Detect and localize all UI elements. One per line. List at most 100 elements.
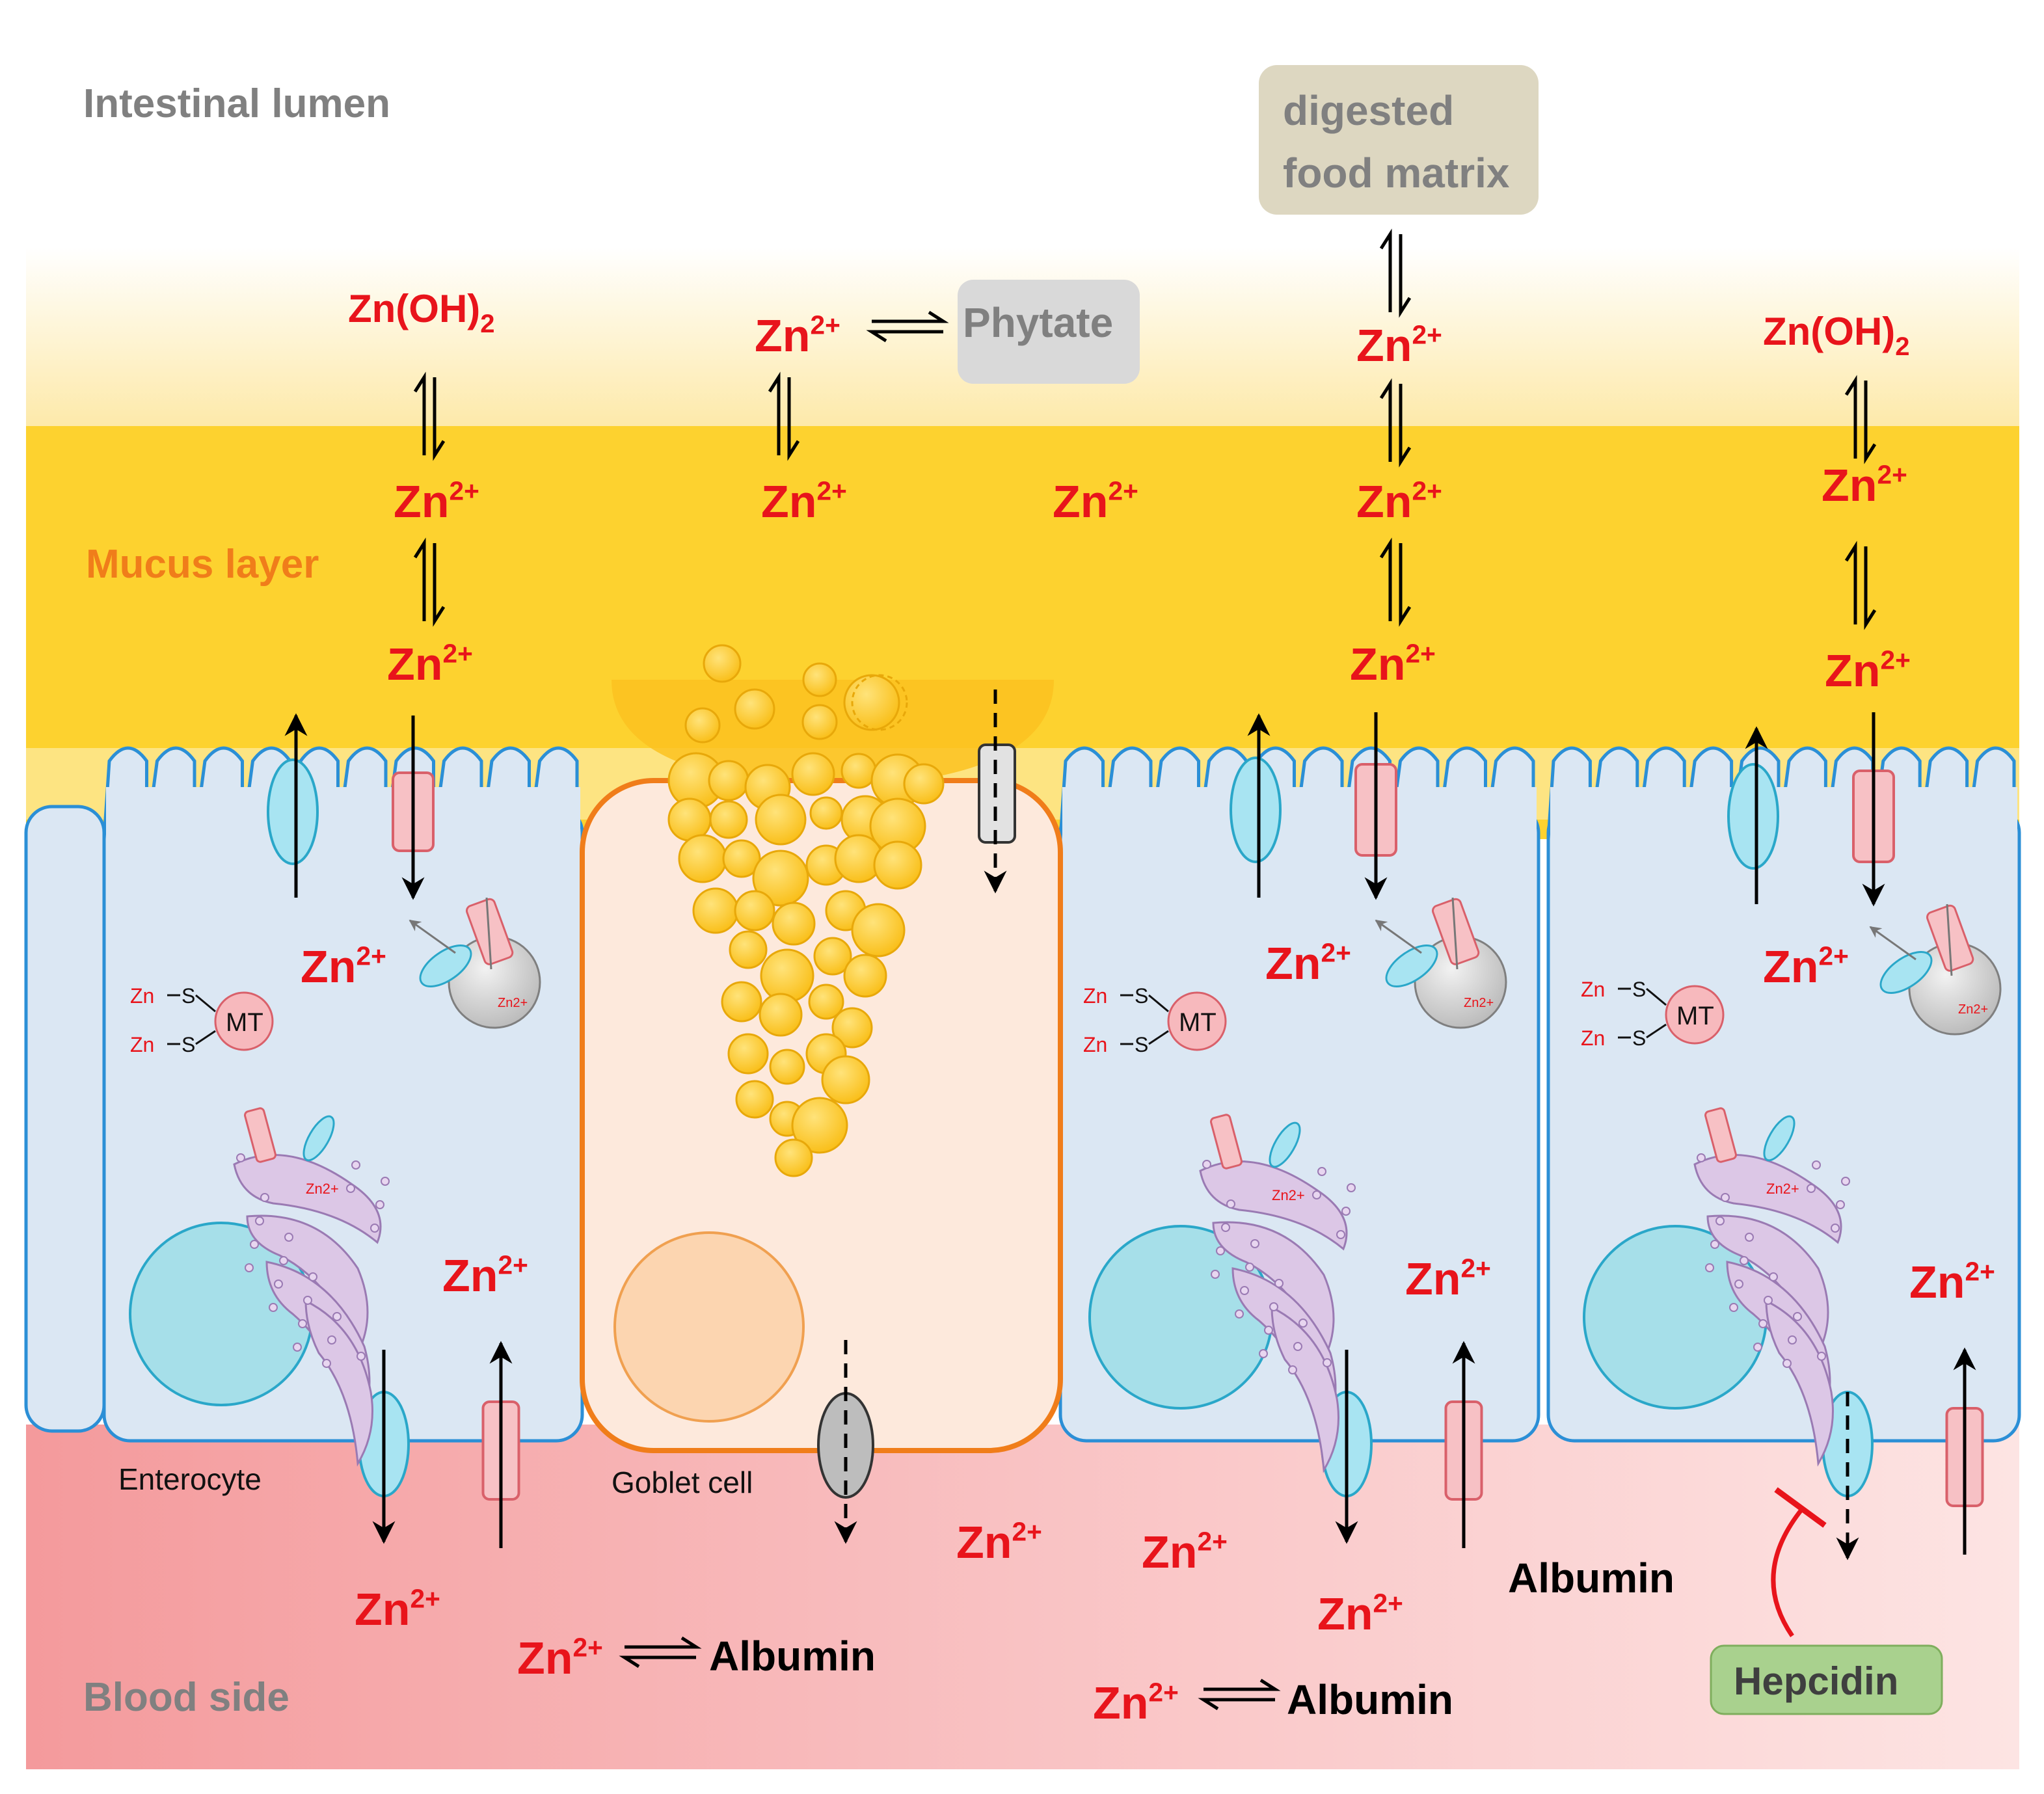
- golgi-er-3-ribosome: [1782, 1359, 1792, 1368]
- metallothionein-3-label: MT: [1676, 1002, 1714, 1030]
- zincosome-2-line: [1451, 897, 1459, 970]
- equilibrium-arrow-4-up: [1379, 378, 1392, 462]
- mucin-granule: [692, 887, 739, 934]
- equilibrium-arrow-5-down: [1399, 543, 1412, 627]
- mucin-granule: [873, 840, 922, 890]
- golgi-er-3-ribosome: [1705, 1263, 1714, 1272]
- zincosome-1-line: [485, 897, 492, 970]
- food-matrix-line1: digested: [1283, 87, 1454, 134]
- equilibrium-arrow-1: [413, 537, 446, 627]
- enterocyte-3-apical-fill: [1550, 787, 2017, 859]
- golgi-er-3-importer: [1704, 1107, 1737, 1163]
- golgi-er-3-ribosome: [1753, 1343, 1762, 1352]
- equilibrium-phytate-right: [872, 310, 949, 323]
- zincosome-2-zn: Zn2+: [1464, 996, 1494, 1010]
- hepcidin-inhibition-bar: [1774, 1487, 1827, 1528]
- mucin-granule: [752, 850, 809, 907]
- mucin-granule: [727, 1033, 769, 1075]
- equilibrium-arrow-1-down: [433, 543, 446, 627]
- goblet-nucleus: [613, 1231, 805, 1423]
- golgi-er-1-ribosome: [351, 1160, 360, 1170]
- golgi-er-3-ribosome: [1734, 1279, 1743, 1289]
- mucin-granule: [903, 763, 945, 805]
- golgi-er-1-exporter: [303, 1115, 335, 1162]
- golgi-er-1-ribosome: [327, 1335, 336, 1345]
- znoh2-left: Zn(OH)2: [348, 287, 495, 338]
- mucin-granule: [755, 794, 807, 846]
- equilibrium-albumin-1-left: [619, 1655, 696, 1668]
- golgi-er-2-ribosome: [1216, 1246, 1225, 1255]
- mucin-granule: [791, 752, 835, 796]
- label-lumen: Intestinal lumen: [83, 81, 390, 126]
- golgi-er-1-zn: Zn2+: [306, 1181, 339, 1197]
- equilibrium-arrow-6-down: [1864, 381, 1877, 464]
- food-matrix-line2: food matrix: [1283, 150, 1510, 196]
- equilibrium-albumin-1: [619, 1636, 702, 1668]
- equilibrium-arrow-3-up: [1379, 228, 1392, 312]
- hepcidin-inhibition-line: [1771, 1507, 1804, 1637]
- golgi-er-2: Zn2+: [1199, 1114, 1356, 1473]
- golgi-er-3-ribosome: [1764, 1296, 1773, 1305]
- hepcidin-label: Hepcidin: [1734, 1659, 1898, 1703]
- mucin-granule: [759, 993, 803, 1037]
- mucin-granule: [774, 1138, 813, 1177]
- mucin-granule: [808, 984, 844, 1020]
- metallothionein-1-s-1: S: [182, 1033, 195, 1056]
- mucin-granule: [684, 707, 721, 743]
- golgi-er-3: Zn2+: [1693, 1107, 1850, 1467]
- metallothionein-1-circle: [214, 991, 274, 1051]
- golgi-er-2-ribosome: [1323, 1358, 1332, 1367]
- golgi-er-2-cisterna-3: [1271, 1305, 1339, 1473]
- equilibrium-arrow-1-up: [413, 537, 426, 621]
- golgi-er-1-ribosome: [332, 1312, 342, 1321]
- equilibrium-arrow-7-up: [1844, 541, 1857, 624]
- label-blood: Blood side: [83, 1675, 289, 1720]
- equilibrium-phytate-left: [866, 330, 943, 343]
- golgi-er-1-importer: [244, 1107, 276, 1163]
- metallothionein-2-zn-0: Zn: [1083, 984, 1107, 1008]
- golgi-er-2-ribosome: [1250, 1239, 1259, 1248]
- zincosome-1-exporter: [419, 944, 472, 987]
- metallothionein-1-link-0: [195, 994, 216, 1013]
- golgi-er-2-ribosome: [1245, 1263, 1254, 1272]
- golgi-er-3-ribosome: [1788, 1335, 1797, 1345]
- golgi-er-2-ribosome: [1288, 1365, 1297, 1374]
- golgi-er-2-ribosome: [1259, 1349, 1268, 1358]
- golgi-er-1-cisterna-3: [304, 1299, 373, 1467]
- golgi-er-3-exporter: [1763, 1115, 1795, 1162]
- metallothionein-1-link-1: [195, 1030, 216, 1045]
- metallothionein-2-label: MT: [1179, 1008, 1217, 1037]
- golgi-er-1-ribosome: [322, 1359, 331, 1368]
- zincosome-3-exporter: [1879, 951, 1933, 994]
- golgi-er-3-ribosome: [1807, 1184, 1816, 1193]
- golgi-er-3-ribosome: [1793, 1312, 1802, 1321]
- golgi-er-1-ribosome: [370, 1224, 379, 1233]
- golgi-er-1-ribosome: [245, 1263, 254, 1272]
- label-mucus: Mucus layer: [86, 542, 319, 587]
- golgi-er-3-ribosome: [1697, 1153, 1706, 1162]
- metallothionein-3-link-1: [1646, 1023, 1667, 1039]
- equilibrium-phytate: [866, 310, 949, 343]
- golgi-er-2-ribosome: [1274, 1279, 1284, 1288]
- golgi-er-1-ribosome: [255, 1216, 264, 1225]
- metallothionein-2-link-1: [1148, 1030, 1169, 1045]
- metallothionein-2-s-0: S: [1135, 984, 1148, 1008]
- golgi-er-3-ribosome: [1710, 1240, 1719, 1249]
- mucin-granule: [729, 930, 768, 969]
- golgi-er-1-ribosome: [356, 1352, 366, 1361]
- metallothionein-3-zn-0: Zn: [1581, 978, 1605, 1001]
- enterocyte-2-apical-fill: [1062, 787, 1537, 859]
- mucin-granule: [772, 902, 816, 946]
- label-enterocyte: Enterocyte: [118, 1462, 262, 1496]
- mucin-granule: [703, 644, 742, 683]
- golgi-er-2-ribosome: [1341, 1207, 1351, 1216]
- zip-exporter-apical-3: [1727, 763, 1779, 870]
- mucin-granule: [769, 1049, 805, 1085]
- equilibrium-arrow-0-up: [413, 371, 426, 455]
- equilibrium-arrow-0-down: [433, 377, 446, 461]
- golgi-er-1-ribosome: [236, 1153, 245, 1162]
- golgi-er-2-ribosome: [1312, 1190, 1321, 1199]
- mucin-granule: [667, 797, 712, 842]
